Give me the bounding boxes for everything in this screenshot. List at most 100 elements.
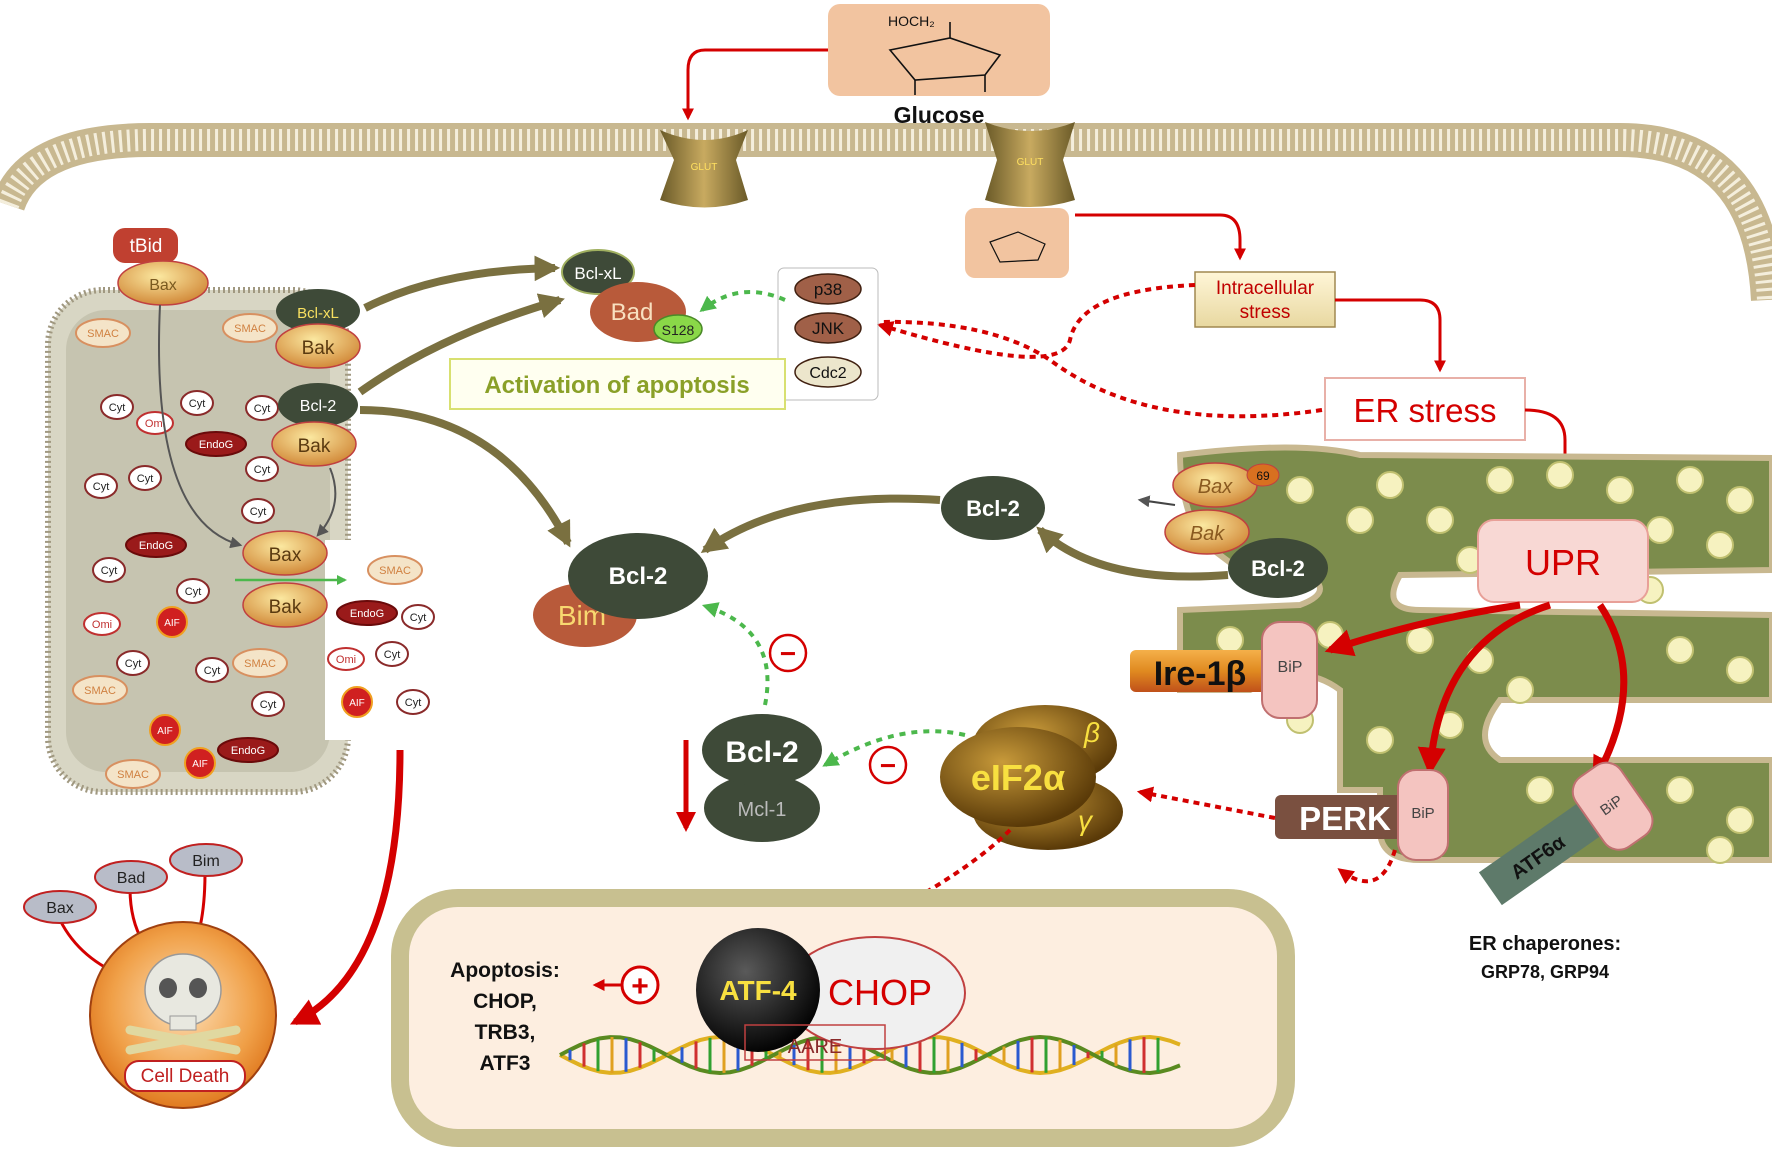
aif-marker — [149, 714, 181, 746]
bak-er — [1164, 509, 1250, 555]
bak-mid — [242, 582, 328, 628]
arrow-bcl2-er-top-to-main — [700, 494, 941, 554]
er-stress-label: ER stress — [1353, 392, 1496, 429]
glut-transporter-left: GLUT — [660, 130, 748, 208]
cyt-label: Cyt — [137, 473, 154, 485]
intracellular-glucose-structure-icon — [989, 231, 1046, 263]
er-chaperones-list: GRP78, GRP94 — [1481, 962, 1609, 982]
num-er-label: 69 — [1256, 469, 1270, 483]
smac-label: SMAC — [234, 323, 266, 335]
er-chaperones-title: ER chaperones: — [1469, 933, 1621, 955]
er-vesicle — [1286, 476, 1314, 504]
glut-transporter-right: GLUT — [985, 122, 1075, 207]
bak-mito-2-label: Bak — [298, 436, 331, 457]
bip-perk — [1397, 769, 1449, 861]
endog-label: EndoG — [199, 439, 233, 451]
er-vesicle — [1506, 676, 1534, 704]
omi-label: Omi — [145, 418, 165, 430]
bclxl-bad — [561, 249, 635, 295]
jnk-label: JNK — [812, 319, 845, 338]
er-vesicle — [1486, 466, 1514, 494]
cyt-marker — [251, 691, 285, 717]
inhibit-symbol-1-label: − — [780, 638, 796, 669]
atf6-complex: ATF6α BiP — [1478, 761, 1654, 906]
dotted-arrow-kinases-to-bad — [699, 290, 786, 312]
cell-death-label: Cell Death — [141, 1066, 230, 1087]
bcl2-mito — [278, 383, 358, 427]
er-vesicle — [1376, 471, 1404, 499]
glucose-structure-icon — [888, 22, 1002, 95]
cyt-marker — [100, 394, 134, 420]
eif2-alpha-label: eIF2α — [971, 757, 1065, 798]
chop-label: CHOP — [828, 972, 932, 1013]
cyt-marker — [375, 641, 409, 667]
arrow-glucose-to-stress — [1075, 213, 1246, 261]
intracellular-stress-box — [1194, 271, 1336, 328]
bad-label: Bad — [611, 299, 654, 326]
apoptosis-line-3: TRB3, — [475, 1021, 536, 1044]
bcl2-er — [1228, 538, 1328, 598]
glut-label-left: GLUT — [691, 162, 718, 173]
cyt-marker — [245, 395, 279, 421]
arrow-bcl2-to-main-bcl2 — [359, 406, 572, 548]
dotted-arrow-er-stress-to-kinases — [879, 319, 1323, 419]
er-vesicle — [1676, 466, 1704, 494]
smac-marker — [367, 555, 423, 585]
arrow-bcl2-er-to-top — [1036, 526, 1229, 581]
eif2-beta-label: β — [1083, 717, 1100, 748]
cyt-marker — [241, 498, 275, 524]
bip-ire — [1261, 621, 1318, 719]
cyt-marker — [176, 578, 210, 604]
er-vesicle — [1526, 776, 1554, 804]
eif2-alpha-subunit — [940, 727, 1096, 827]
dotted-arrow-bcl2-low-to-main — [701, 602, 770, 706]
smac-label: SMAC — [87, 328, 119, 340]
cell-death-label-box — [124, 1060, 246, 1092]
arrow-glucose-to-glut — [682, 48, 828, 121]
dotted-arrow-perk-to-eif — [1136, 786, 1276, 820]
bcl2-er-top — [941, 476, 1045, 540]
bak-mito-1-label: Bak — [302, 338, 335, 359]
endog-label: EndoG — [350, 608, 384, 620]
endog-marker — [217, 737, 279, 763]
glucose-label: Glucose — [894, 102, 985, 128]
p38 — [794, 273, 862, 305]
bax-mid-label: Bax — [269, 545, 302, 566]
skull-icon — [125, 953, 241, 1055]
apoptosis-line-4: ATF3 — [480, 1052, 531, 1075]
bip-atf6 — [1571, 761, 1654, 851]
er-vesicle — [1706, 531, 1734, 559]
arrow-upr-to-atf6 — [1591, 603, 1628, 785]
er-vesicle — [1546, 461, 1574, 489]
er-vesicle — [1726, 806, 1754, 834]
smac-marker — [222, 313, 278, 343]
arrow-bak-into-mito — [316, 467, 337, 537]
inhibit-symbol-2 — [868, 745, 908, 785]
intracellular-stress-line2: stress — [1240, 302, 1291, 323]
smac-marker — [72, 675, 128, 705]
omi-label: Omi — [92, 619, 112, 631]
bax-mid — [242, 530, 328, 576]
smac-marker — [75, 318, 131, 348]
cyt-label: Cyt — [189, 398, 206, 410]
arrow-bax-into-mito — [158, 304, 243, 549]
cyt-label: Cyt — [405, 697, 422, 709]
er-stress-box — [1324, 377, 1526, 441]
bax-top — [117, 260, 209, 306]
er-vesicle — [1666, 636, 1694, 664]
cyt-label: Cyt — [185, 586, 202, 598]
omi-label: Omi — [336, 654, 356, 666]
cyt-marker — [396, 689, 430, 715]
smac-marker — [232, 648, 288, 678]
bax-er-label: Bax — [1198, 476, 1233, 498]
bclxl-mito-label: Bcl-xL — [297, 305, 339, 322]
bclxl-bad-label: Bcl-xL — [574, 264, 621, 283]
aif-label: AIF — [349, 698, 365, 709]
jnk — [794, 312, 862, 344]
endog-marker — [185, 431, 247, 457]
perk-label: PERK — [1299, 800, 1391, 837]
cyt-label: Cyt — [254, 403, 271, 415]
